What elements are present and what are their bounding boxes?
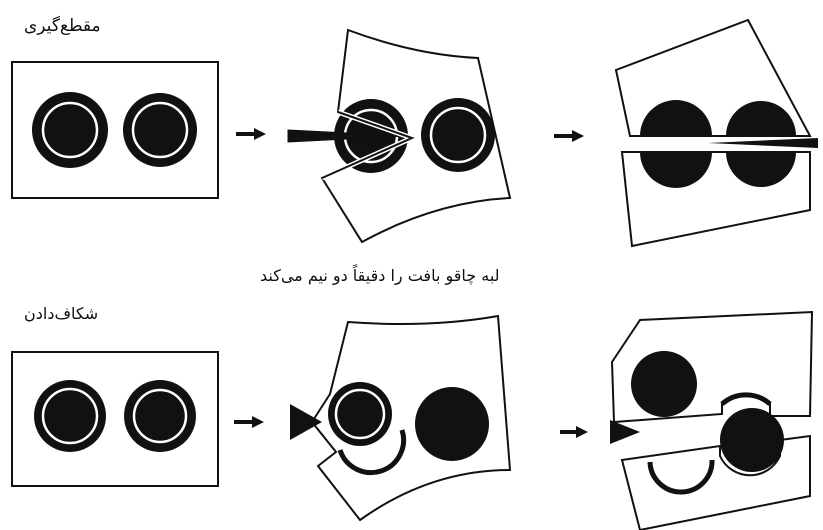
upper-fragment <box>612 312 812 422</box>
top-intact-block <box>12 62 218 198</box>
top-block-cut <box>616 20 818 246</box>
cell-exposed <box>720 408 784 472</box>
lower-fragment <box>622 408 810 530</box>
arrow-right-icon <box>236 128 266 140</box>
cell-left <box>34 380 106 452</box>
top-knife-entering <box>288 30 510 242</box>
cell-intact <box>421 98 495 172</box>
bottom-fractured-block <box>610 312 812 530</box>
arrow-right-icon <box>554 130 584 142</box>
cell-right <box>123 93 197 167</box>
cell-left <box>32 92 108 168</box>
cell-right <box>124 380 196 452</box>
lower-half <box>622 152 810 246</box>
upper-half <box>616 20 810 136</box>
wedge <box>290 404 322 440</box>
arrow-right-icon <box>560 426 588 438</box>
bottom-fracture-start <box>290 316 510 520</box>
bottom-intact-block <box>12 352 218 486</box>
arrow-right-icon <box>234 416 264 428</box>
cell-intact <box>415 387 489 461</box>
knife-blade <box>708 138 818 148</box>
cell-exposed <box>631 351 697 417</box>
wedge <box>610 420 640 444</box>
